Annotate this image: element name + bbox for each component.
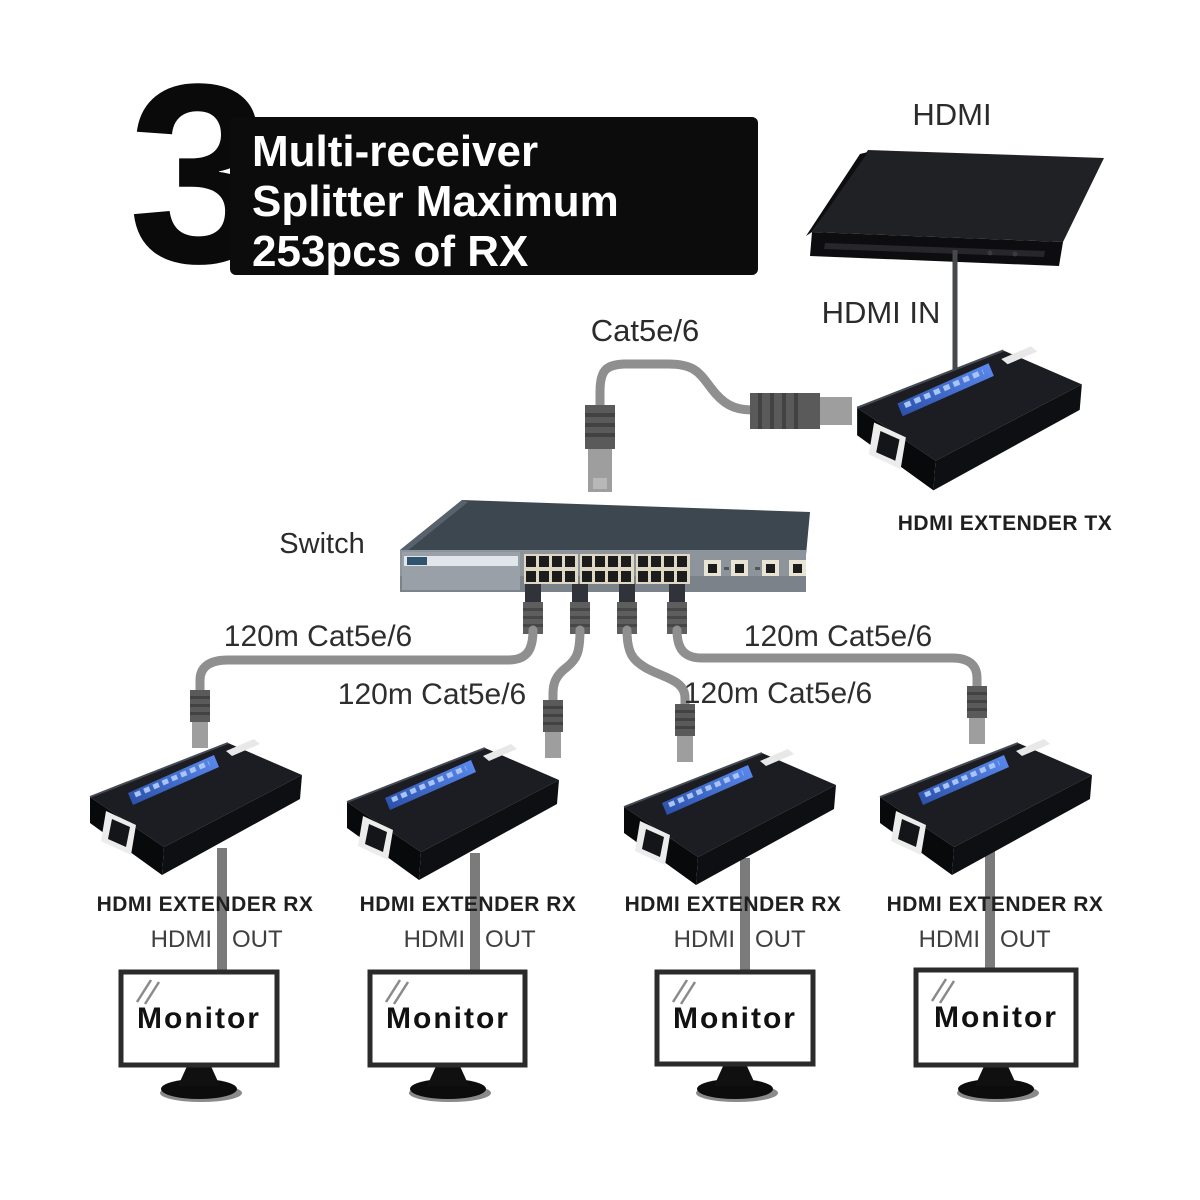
rx3-plug-icon <box>675 704 695 762</box>
rx-device-2 <box>347 744 559 880</box>
hdmi-out-cables <box>217 848 995 972</box>
banner-line-1: Multi-receiver <box>252 127 539 176</box>
cat5-label: Cat5e/6 <box>590 313 700 348</box>
hdmi-out-left-2: HDMI <box>403 926 465 953</box>
hdmi-in-label: HDMI IN <box>821 295 941 330</box>
rx-label-2: HDMI EXTENDER RX <box>359 893 577 916</box>
rx1-plug-icon <box>190 690 210 748</box>
hdmi-out-right-4: OUT <box>1000 926 1051 953</box>
rx-label-1: HDMI EXTENDER RX <box>96 893 314 916</box>
cable-label-3: 120m Cat5e/6 <box>683 677 873 710</box>
monitor-caption-1: Monitor <box>137 1002 261 1035</box>
cat5-run-3 <box>622 625 690 711</box>
monitor-1 <box>118 969 280 1102</box>
cable-label-2: 120m Cat5e/6 <box>337 678 527 711</box>
cat5-patch-cable <box>585 359 852 492</box>
hdmi-source-device <box>806 150 1104 266</box>
switch-uplink-ports <box>704 560 806 576</box>
banner-line-3: 253pcs of RX <box>252 227 529 276</box>
tx-device-label: HDMI EXTENDER TX <box>897 512 1113 535</box>
monitor-4 <box>913 967 1079 1102</box>
tx-device <box>857 346 1082 490</box>
rj45-plug-down-icon <box>585 405 615 492</box>
switch-output-plugs <box>523 584 687 634</box>
ethernet-switch <box>400 500 810 634</box>
monitor-caption-2: Monitor <box>386 1002 510 1035</box>
hdmi-out-left-3: HDMI <box>673 926 735 953</box>
hdmi-out-right-1: OUT <box>232 926 283 953</box>
feature-banner: Multi-receiver Splitter Maximum 253pcs o… <box>230 117 758 276</box>
hdmi-out-right-3: OUT <box>755 926 806 953</box>
rx-device-3 <box>624 749 836 885</box>
rx-device-4 <box>880 739 1092 875</box>
cable-label-4: 120m Cat5e/6 <box>743 620 933 653</box>
rj45-plug-right-icon <box>750 393 852 429</box>
hdmi-out-left-4: HDMI <box>918 926 980 953</box>
monitor-3 <box>654 969 816 1102</box>
cat5-run-1 <box>195 625 538 697</box>
cat5-runs <box>195 625 982 711</box>
rx-device-1 <box>90 739 302 875</box>
rx-label-4: HDMI EXTENDER RX <box>886 893 1104 916</box>
banner-line-2: Splitter Maximum <box>252 177 619 226</box>
cat5-run-2 <box>548 625 585 707</box>
hdmi-out-right-2: OUT <box>485 926 536 953</box>
cable-label-1: 120m Cat5e/6 <box>223 620 413 653</box>
monitor-caption-3: Monitor <box>673 1002 797 1035</box>
monitor-2 <box>367 969 528 1102</box>
switch-label: Switch <box>279 528 365 560</box>
rx4-plug-icon <box>967 686 987 744</box>
switch-port-bank <box>524 554 690 584</box>
hdmi-out-left-1: HDMI <box>150 926 212 953</box>
cat5-run-4 <box>672 625 982 693</box>
monitor-caption-4: Monitor <box>934 1001 1058 1034</box>
monitors <box>118 967 1079 1102</box>
rx-label-3: HDMI EXTENDER RX <box>624 893 842 916</box>
rx2-plug-icon <box>543 700 563 758</box>
hdmi-source-label: HDMI <box>912 97 992 132</box>
